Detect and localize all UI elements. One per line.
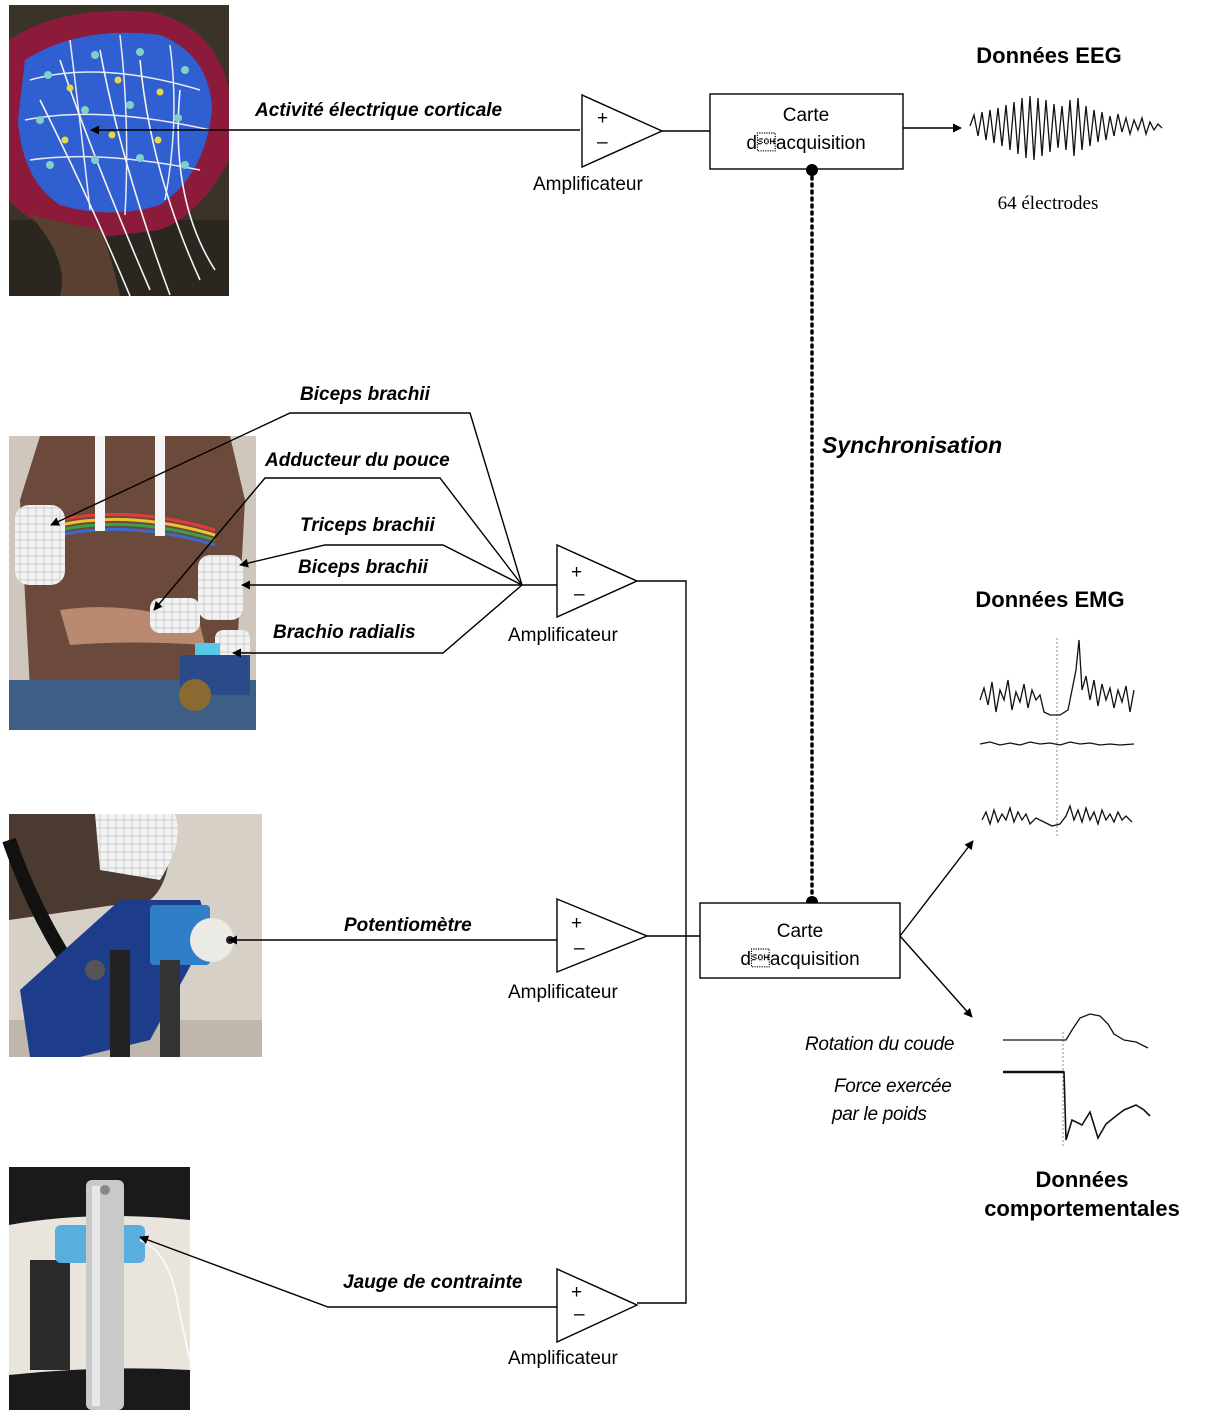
muscle-label-biceps: Biceps brachii — [298, 557, 429, 578]
potentiometer-photo — [2, 814, 262, 1057]
rotation-label: Rotation du coude — [805, 1034, 954, 1055]
emg-amplifier: + – Amplificateur — [508, 543, 639, 646]
amplifier-minus: – — [574, 584, 585, 605]
emg-output-title: Données EMG — [975, 587, 1124, 612]
eeg-cap-photo — [9, 5, 229, 297]
amplifier-bus — [637, 580, 687, 1304]
emg-chain: Biceps brachii Adducteur du pouce Tricep… — [50, 384, 639, 658]
amplifier-label: Amplificateur — [508, 625, 618, 646]
emg-output: Données EMG — [975, 587, 1135, 837]
strain-gauge-photo — [9, 1167, 191, 1410]
emg-trace-1 — [979, 639, 1135, 716]
force-label-line2: par le poids — [831, 1104, 927, 1125]
behavior-output-arrow — [899, 935, 973, 1018]
amplifier-label: Amplificateur — [508, 1348, 618, 1369]
emg-output-arrow — [899, 840, 974, 937]
card-line2: dacquisition — [746, 132, 865, 154]
eeg-signal-label: Activité électrique corticale — [254, 100, 503, 121]
amplifier-triangle — [556, 1267, 639, 1344]
emg-trace-2 — [979, 741, 1135, 746]
card-box — [709, 93, 904, 170]
amplifier-triangle — [556, 897, 649, 974]
card-box — [699, 902, 901, 979]
strain-gauge-label: Jauge de contrainte — [343, 1272, 523, 1293]
lead-brachio — [232, 584, 523, 658]
behavior-output: Rotation du coude Force exercée par le p… — [805, 1013, 1180, 1221]
amplifier-minus: – — [597, 132, 608, 153]
amplifier-label: Amplificateur — [508, 982, 618, 1003]
muscle-label-biceps-top: Biceps brachii — [300, 384, 431, 405]
strain-gauge-chain: Jauge de contrainte + – Amplificateur — [139, 1235, 639, 1369]
rotation-trace — [1003, 1013, 1149, 1049]
card-line1: Carte — [783, 105, 829, 126]
amplifier-label: Amplificateur — [533, 174, 643, 195]
amplifier-plus: + — [597, 108, 608, 129]
eeg-output-caption: 64 électrodes — [998, 193, 1099, 214]
muscle-label-brachio: Brachio radialis — [273, 622, 416, 643]
eeg-waveform — [969, 95, 1163, 161]
card-line1: Carte — [777, 921, 823, 942]
sync-top-dot — [806, 164, 818, 176]
behavior-title-line2: comportementales — [984, 1196, 1180, 1221]
eeg-chain: Activité électrique corticale + – Amplif… — [90, 43, 1163, 214]
potentiometer-chain: Potentiomètre + – Amplificateur — [228, 897, 649, 1003]
eeg-output-title: Données EEG — [976, 43, 1121, 68]
strain-gauge-arrow — [139, 1235, 557, 1308]
eeg-acquisition-card: Carte dacquisition — [709, 93, 904, 170]
card-line2: dacquisition — [740, 948, 859, 970]
force-label-line1: Force exercée — [834, 1076, 952, 1097]
eeg-amplifier: + – Amplificateur — [533, 93, 664, 195]
sync-label: Synchronisation — [822, 432, 1002, 458]
lead-adductor — [153, 477, 523, 611]
emg-subject-photo — [9, 436, 256, 730]
amplifier-triangle — [556, 543, 639, 619]
lower-acquisition-card: Carte dacquisition — [699, 902, 901, 979]
synchronisation-link: Synchronisation — [806, 164, 1002, 908]
amplifier-plus: + — [571, 913, 582, 934]
force-trace — [1003, 1071, 1151, 1141]
strain-gauge-amplifier: + – Amplificateur — [508, 1267, 639, 1369]
amplifier-plus: + — [571, 1282, 582, 1303]
emg-trace-3 — [981, 803, 1133, 827]
potentiometer-amplifier: + – Amplificateur — [508, 897, 649, 1003]
amplifier-triangle — [581, 93, 664, 169]
muscle-label-adductor: Adducteur du pouce — [264, 450, 450, 471]
potentiometer-label: Potentiomètre — [344, 915, 472, 936]
behavior-title-line1: Données — [1036, 1167, 1129, 1192]
amplifier-minus: – — [574, 1304, 585, 1325]
amplifier-minus: – — [574, 938, 585, 959]
amplifier-plus: + — [571, 562, 582, 583]
lead-biceps-top — [50, 412, 523, 586]
lead-triceps — [239, 544, 523, 586]
muscle-label-triceps: Triceps brachii — [300, 515, 436, 536]
